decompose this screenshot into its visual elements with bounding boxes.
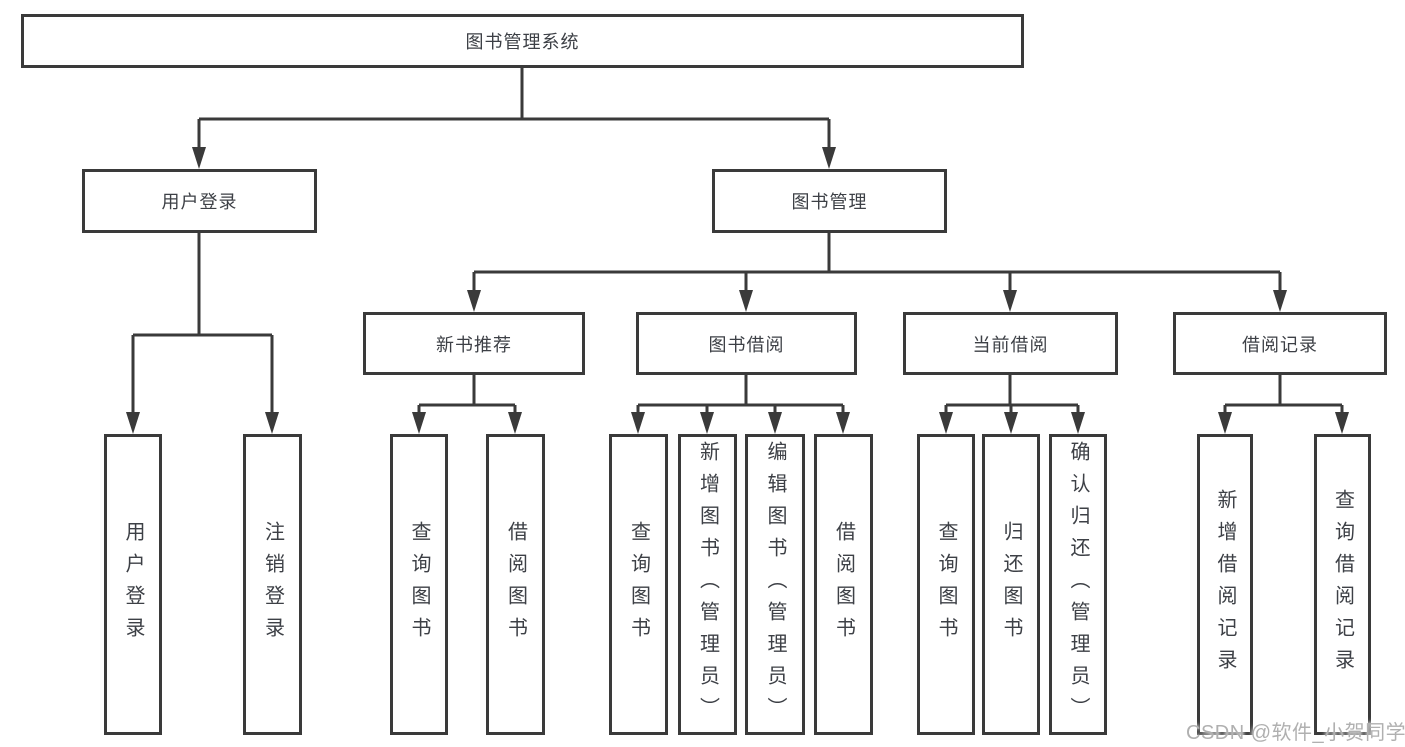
arrow-down-icon [836,412,850,434]
leaf-borrow-books-recommend: 借阅图书 [486,434,545,735]
leaf-edit-books-admin: 编辑图书（管理员） [745,434,805,735]
connector-borrow-split [636,375,845,417]
leaf-add-borrow-record: 新增借阅记录 [1197,434,1253,735]
node-label: 借阅图书 [504,520,527,649]
leaf-borrow-books-borrowing: 借阅图书 [814,434,873,735]
arrow-down-icon [1273,290,1287,312]
node-label: 查询图书 [408,520,430,649]
arrow-down-icon [265,412,279,434]
leaf-confirm-return-admin: 确认归还（管理员） [1049,434,1107,735]
connector-records-split [1223,375,1344,417]
leaf-return-books: 归还图书 [982,434,1040,735]
connector-current-split [944,375,1080,417]
arrow-down-icon [1004,412,1018,434]
node-user-login: 用户登录 [82,169,317,233]
arrow-down-icon [1335,412,1349,434]
arrow-down-icon [126,412,140,434]
node-label: 注销登录 [261,520,284,649]
node-label: 归还图书 [1000,520,1022,649]
node-label: 查询图书 [935,520,957,649]
node-label: 用户登录 [161,192,238,212]
node-label: 编辑图书（管理员） [764,440,786,729]
node-label: 查询图书 [627,520,650,649]
leaf-query-books-recommend: 查询图书 [390,434,448,735]
leaf-logout: 注销登录 [243,434,302,735]
arrow-down-icon [1003,290,1017,312]
leaf-add-books-admin: 新增图书（管理员） [678,434,737,735]
node-book-borrowing: 图书借阅 [636,312,857,375]
arrow-down-icon [939,412,953,434]
arrow-down-icon [768,412,782,434]
node-label: 借阅图书 [832,520,855,649]
arrow-down-icon [192,147,206,169]
node-borrowing-records: 借阅记录 [1173,312,1387,375]
node-label: 图书管理 [791,192,868,212]
leaf-query-books-borrowing: 查询图书 [609,434,668,735]
node-label: 查询借阅记录 [1331,488,1354,681]
connector-userlogin-split [131,233,274,417]
node-label: 新书推荐 [436,334,512,355]
node-label: 确认归还（管理员） [1067,440,1089,729]
node-label: 新增借阅记录 [1214,488,1236,681]
node-new-book-recommend: 新书推荐 [363,312,585,375]
node-book-management: 图书管理 [712,169,947,233]
leaf-user-login: 用户登录 [104,434,162,735]
connector-root-split [197,68,831,152]
node-label: 图书管理系统 [465,32,580,52]
arrow-down-icon [822,147,836,169]
arrow-down-icon [1071,412,1085,434]
node-label: 当前借阅 [972,334,1049,355]
leaf-query-books-current: 查询图书 [917,434,975,735]
arrow-down-icon [412,412,426,434]
arrowhead-icons [126,147,1349,434]
node-label: 图书借阅 [708,334,785,355]
connector-bookmgmt-split [472,233,1282,295]
arrow-down-icon [631,412,645,434]
node-label: 新增图书（管理员） [696,440,719,729]
arrow-down-icon [739,290,753,312]
arrow-down-icon [1218,412,1232,434]
arrow-down-icon [700,412,714,434]
arrow-down-icon [508,412,522,434]
node-label: 用户登录 [122,520,144,649]
node-current-borrowing: 当前借阅 [903,312,1118,375]
node-root-system: 图书管理系统 [21,14,1024,68]
csdn-watermark: CSDN @软件_小贺同学 [1186,722,1405,744]
connector-newbook-split [417,375,517,417]
leaf-query-borrow-record: 查询借阅记录 [1314,434,1371,735]
node-label: 借阅记录 [1242,334,1318,355]
arrow-down-icon [467,290,481,312]
